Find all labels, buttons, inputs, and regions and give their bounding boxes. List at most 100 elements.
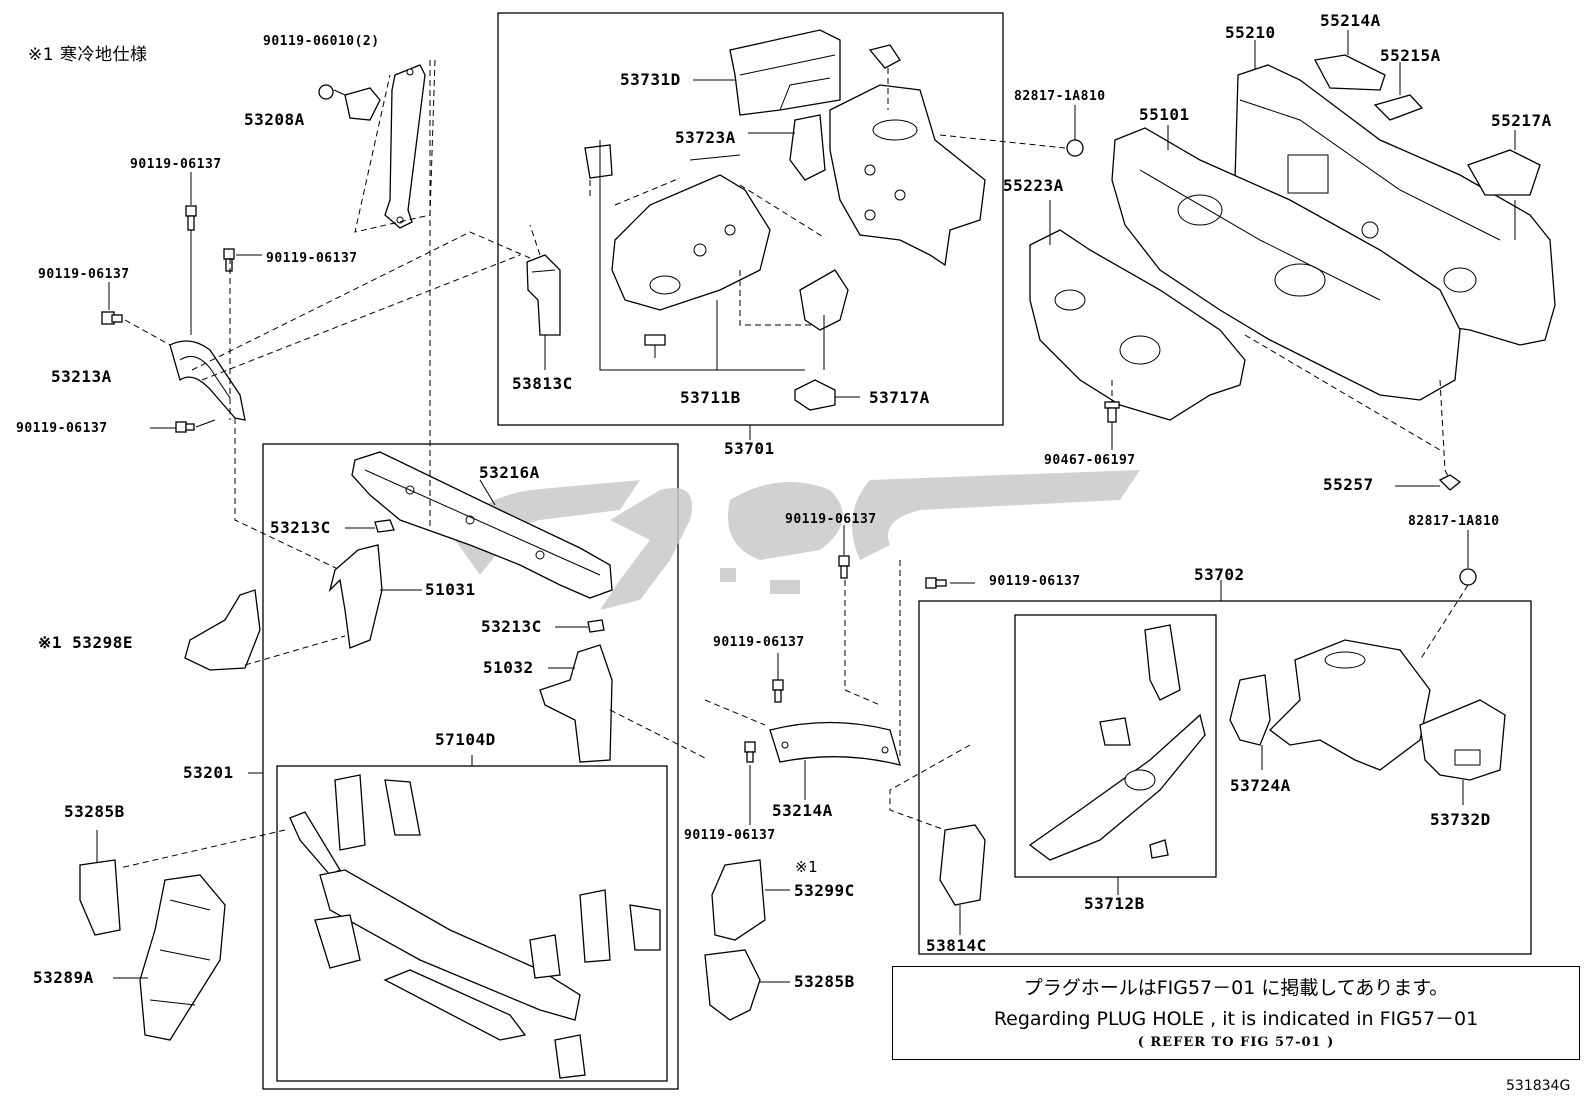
label-53213C-b[interactable]: 53213C: [481, 617, 542, 636]
label-53216A[interactable]: 53216A: [479, 463, 540, 482]
label-90119-06137-e[interactable]: 90119-06137: [785, 512, 877, 527]
part-53732D: [1419, 699, 1506, 781]
watermark-logo: [455, 470, 1140, 610]
bolt-90119-06137-f: [925, 577, 947, 589]
part-53213C-a: [374, 519, 395, 533]
note-line-refer: ( REFER TO FIG 57-01 ): [1137, 1035, 1335, 1050]
label-53299C-note: ※1: [795, 858, 819, 876]
label-90467-06197[interactable]: 90467-06197: [1044, 453, 1136, 468]
label-57104D[interactable]: 57104D: [435, 730, 496, 749]
box-53702: [918, 600, 1532, 955]
label-90119-06137-h[interactable]: 90119-06137: [684, 828, 776, 843]
label-53732D[interactable]: 53732D: [1430, 810, 1491, 829]
label-55214A[interactable]: 55214A: [1320, 11, 1381, 30]
part-53208A: [344, 64, 426, 229]
part-53711B: [584, 144, 771, 311]
part-51031: [328, 544, 383, 649]
part-53285B-b: [704, 949, 761, 1021]
label-55217A[interactable]: 55217A: [1491, 111, 1552, 130]
part-55257: [1438, 474, 1462, 491]
label-55257[interactable]: 55257: [1323, 475, 1374, 494]
clip-82817-1A810-b: [1459, 568, 1477, 586]
label-55215A[interactable]: 55215A: [1380, 46, 1441, 65]
part-55215A: [1373, 94, 1424, 121]
label-55210[interactable]: 55210: [1225, 23, 1276, 42]
label-53711B[interactable]: 53711B: [680, 388, 741, 407]
label-53814C[interactable]: 53814C: [926, 936, 987, 955]
label-53731D[interactable]: 53731D: [620, 70, 681, 89]
part-53213C-b: [587, 619, 605, 633]
note-line-english: Regarding PLUG HOLE , it is indicated in…: [993, 1008, 1479, 1030]
label-53213A[interactable]: 53213A: [51, 367, 112, 386]
bolt-90119-06137-g: [772, 679, 784, 703]
label-53208A[interactable]: 53208A: [244, 110, 305, 129]
label-90119-06137-b[interactable]: 90119-06137: [266, 251, 358, 266]
part-53285B-a: [79, 859, 121, 936]
label-53214A[interactable]: 53214A: [772, 801, 833, 820]
label-53702[interactable]: 53702: [1194, 565, 1245, 584]
bolt-90119-06137-e: [838, 555, 850, 579]
figure-id: 531834G: [1506, 1078, 1571, 1094]
label-51032[interactable]: 51032: [483, 658, 534, 677]
label-53712B[interactable]: 53712B: [1084, 894, 1145, 913]
label-82817-1A810-a[interactable]: 82817-1A810: [1014, 89, 1106, 104]
part-53702-apron: [1269, 639, 1431, 771]
part-53289A: [139, 874, 226, 1041]
label-53723A[interactable]: 53723A: [675, 128, 736, 147]
label-53285B-a[interactable]: 53285B: [64, 802, 125, 821]
label-53724A[interactable]: 53724A: [1230, 776, 1291, 795]
label-53201[interactable]: 53201: [183, 763, 234, 782]
label-90119-06137-c[interactable]: 90119-06137: [38, 267, 130, 282]
part-53724A: [1229, 674, 1271, 746]
part-55101: [1111, 127, 1461, 401]
part-53712B: [1028, 624, 1206, 861]
part-53813C: [526, 254, 561, 336]
part-55214A: [1313, 54, 1386, 91]
bolt-90119-06137-h: [744, 741, 756, 763]
part-53723A: [789, 114, 826, 181]
bolt-90119-06137-a: [185, 205, 197, 231]
part-apron-upper: [829, 44, 986, 267]
label-82817-1A810-b[interactable]: 82817-1A810: [1408, 514, 1500, 529]
label-51031[interactable]: 51031: [425, 580, 476, 599]
part-53299C: [711, 859, 766, 941]
label-53298E[interactable]: ※1 53298E: [38, 633, 133, 652]
label-90119-06137-a[interactable]: 90119-06137: [130, 157, 222, 172]
label-53717A[interactable]: 53717A: [869, 388, 930, 407]
title-note: ※1 寒冷地仕様: [28, 45, 148, 65]
label-53213C-a[interactable]: 53213C: [270, 518, 331, 537]
part-51032: [539, 644, 613, 763]
part-53213A: [169, 340, 246, 421]
clip-82817-1A810-a: [1066, 139, 1084, 157]
label-53289A[interactable]: 53289A: [33, 968, 94, 987]
bolt-90119-06137-b: [223, 248, 235, 272]
plug-hole-note: プラグホールはFIG57－01 に掲載してあります。 Regarding PLU…: [892, 966, 1580, 1060]
part-55217A: [1467, 149, 1541, 196]
box-53201: [262, 443, 679, 1090]
bolt-90119-06010: [318, 84, 334, 100]
part-53731D: [729, 29, 841, 116]
note-line-japanese: プラグホールはFIG57－01 に掲載してあります。: [1023, 977, 1449, 999]
label-53701[interactable]: 53701: [724, 439, 775, 458]
bolt-90119-06137-c: [101, 311, 123, 325]
screw-90467-06197: [1104, 401, 1120, 423]
part-53216A: [351, 451, 613, 599]
part-55223A: [1029, 229, 1246, 421]
label-55101[interactable]: 55101: [1139, 105, 1190, 124]
part-57104D-assembly: [289, 774, 661, 1079]
part-53298E: [184, 589, 261, 671]
box-53712B: [1014, 614, 1217, 878]
part-53814C: [939, 824, 986, 906]
label-53285B-b[interactable]: 53285B: [794, 972, 855, 991]
label-53299C[interactable]: 53299C: [794, 881, 855, 900]
part-53717A: [644, 269, 849, 411]
label-90119-06010[interactable]: 90119-06010(2): [263, 34, 380, 49]
label-90119-06137-d[interactable]: 90119-06137: [16, 421, 108, 436]
label-55223A[interactable]: 55223A: [1003, 176, 1064, 195]
bolt-90119-06137-d: [175, 421, 195, 433]
label-90119-06137-f[interactable]: 90119-06137: [989, 574, 1081, 589]
label-53813C[interactable]: 53813C: [512, 374, 573, 393]
label-90119-06137-g[interactable]: 90119-06137: [713, 635, 805, 650]
